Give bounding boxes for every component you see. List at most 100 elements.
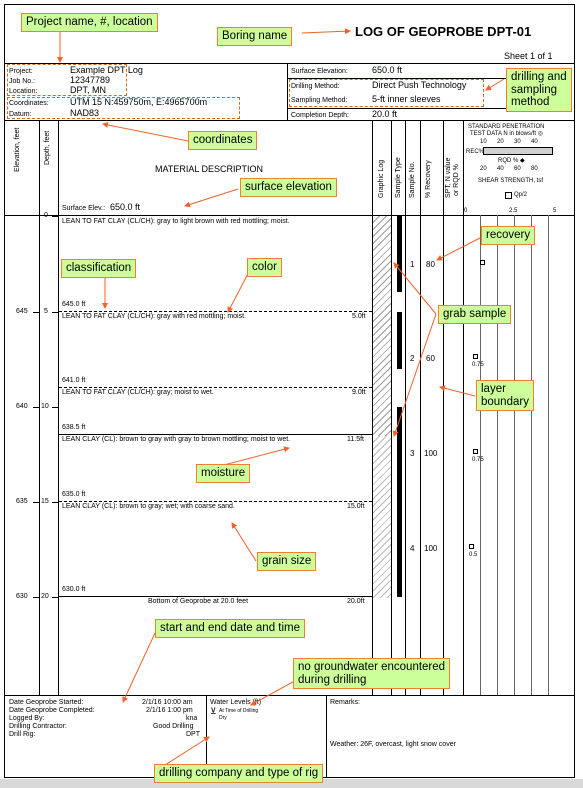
callout-drilling-line-3: method (511, 96, 550, 109)
sample-no-1: 1 (410, 260, 415, 269)
layer-5-desc: LEAN CLAY (CL): brown to gray; wet; with… (62, 503, 235, 510)
surface-elevation-label: Surface Elevation: (291, 68, 348, 75)
layer-boundary-4 (59, 501, 372, 502)
sample-3-bar (397, 407, 402, 502)
weather-note: Weather: 26F, overcast, light snow cover (330, 741, 456, 748)
layer-1-bottom-depth: 5.0ft (352, 313, 366, 320)
elev-tick-635: 635 (16, 498, 28, 505)
callout-gw-line-2: during drilling (298, 673, 367, 686)
bottom-of-boring-line (59, 596, 372, 597)
contractor-value: Good Drilling (153, 723, 194, 730)
callout-layer-boundary: layer boundary (476, 380, 534, 412)
water-dry: Dry (219, 715, 227, 721)
callout-drilling-line-1: drilling and (511, 71, 567, 83)
elev-tick-630: 630 (16, 593, 28, 600)
recovery-3: 100 (424, 449, 438, 458)
shear-tick-5: 5 (553, 208, 557, 214)
callout-drilling-method: drilling and sampling method (506, 68, 572, 112)
shear-strength-header: SHEAR STRENGTH, tsf (478, 178, 544, 184)
layer-1-bottom-elev: 645.0 ft (62, 301, 86, 308)
datum-label: Datum: (9, 111, 32, 118)
std-pen-subheader: TEST DATA N in blows/ft (470, 131, 537, 137)
coordinates-label: Coordinates: (9, 100, 49, 107)
location-value: DPT, MN (70, 85, 106, 95)
spt-tick-30: 30 (514, 139, 521, 145)
layer-2-desc: LEAN TO FAT CLAY (CL/CH): gray with red … (62, 313, 247, 320)
bottom-of-geoprobe-note: Bottom of Geoprobe at 20.0 feet (148, 598, 249, 605)
datum-value: NAD83 (70, 108, 100, 118)
surface-elev-label: Surface Elev.: (62, 205, 106, 212)
rqd-tick-20: 20 (480, 166, 487, 172)
layer-4-bottom-elev: 635.0 ft (62, 491, 86, 498)
callout-boring-name: Boring name (217, 27, 293, 47)
sheet-number: Sheet 1 of 1 (504, 51, 553, 61)
logged-value: kna (186, 715, 198, 722)
layer-2-bottom-elev: 641.0 ft (62, 377, 86, 384)
layer-3-desc: LEAN TO FAT CLAY (CL/CH): gray; moist to… (62, 389, 214, 396)
completion-depth-label: Completion Depth: (291, 112, 349, 119)
std-pen-header: STANDARD PENETRATION (468, 124, 545, 130)
callout-layer-line-1: layer (481, 383, 506, 395)
depth-tick-10: 10 (41, 403, 49, 410)
sample-no-4: 4 (410, 544, 415, 553)
sampling-method-value: 5-ft inner sleeves (372, 94, 441, 104)
qp-value-4: 0.5 (469, 552, 478, 558)
rec-label: REC% (466, 149, 485, 155)
completed-value: 2/1/16 1:00 pm (146, 707, 193, 714)
recovery-1: 80 (426, 260, 435, 269)
qp-marker-3 (473, 449, 478, 454)
job-label: Job No.: (9, 78, 36, 85)
callout-grain-size: grain size (257, 552, 317, 572)
rqd-tick-60: 60 (514, 166, 521, 172)
callout-groundwater: no groundwater encountered during drilli… (293, 658, 451, 690)
started-value: 2/1/16 10:00 am (142, 699, 193, 706)
depth-tick-20: 20 (41, 593, 49, 600)
remarks-label: Remarks: (330, 699, 360, 706)
layer-5-bottom-elev: 630.0 ft (62, 586, 86, 593)
spt-tick-40: 40 (531, 139, 538, 145)
layer-4-desc: LEAN CLAY (CL): brown to gray with gray … (62, 436, 291, 443)
qp-value-2: 0.75 (472, 362, 484, 368)
drilling-method-value: Direct Push Technology (372, 80, 467, 90)
rig-value: DPT (186, 731, 200, 738)
callout-surface-elevation: surface elevation (240, 178, 337, 198)
shear-tick-2-5: 2.5 (509, 208, 518, 214)
spt-tick-10: 10 (480, 139, 487, 145)
graphic-log-clay-fat (373, 216, 391, 436)
spt-tick-20: 20 (497, 139, 504, 145)
rig-label: Drill Rig: (9, 731, 36, 738)
water-at-time: At Time of Drilling (219, 708, 259, 714)
callout-drilling-line-2: sampling (511, 83, 558, 96)
job-value: 12347789 (70, 75, 111, 85)
callout-gw-line-1: no groundwater encountered (298, 661, 446, 673)
boring-title: LOG OF GEOPROBE DPT-01 (355, 24, 532, 39)
completed-label: Date Geoprobe Completed: (9, 707, 95, 714)
layer-4-bottom-depth: 15.0ft (347, 503, 365, 510)
project-value: Example DPT Log (70, 65, 143, 75)
callout-coordinates: coordinates (188, 131, 258, 151)
shear-tick-0: 0 (464, 208, 468, 214)
surface-elevation-value: 650.0 ft (372, 65, 403, 75)
layer-boundary-2 (59, 387, 372, 388)
page-bottom-band (0, 779, 583, 788)
water-level-icon: ⊻ (210, 706, 217, 716)
layer-3-bottom-elev: 638.5 ft (62, 424, 86, 431)
depth-tick-0: 0 (44, 212, 48, 219)
rqd-tick-80: 80 (531, 166, 538, 172)
callout-color: color (247, 258, 282, 278)
callout-classification: classification (61, 259, 137, 279)
location-label: Location: (9, 88, 38, 95)
project-highlight-box (7, 64, 127, 96)
qp-value-3: 0.75 (472, 457, 484, 463)
rqd-symbol-icon: ◆ (520, 158, 525, 164)
elev-tick-640: 640 (16, 403, 28, 410)
sample-4-bar (397, 502, 402, 597)
callout-grab-sample: grab sample (438, 305, 512, 325)
rqd-label: RQD % (498, 158, 519, 164)
layer-3-bottom-depth: 11.5ft (347, 436, 364, 443)
qp-marker-2 (473, 354, 478, 359)
qp-marker-4 (469, 544, 474, 549)
elev-tick-645: 645 (16, 308, 28, 315)
surface-elev-value: 650.0 ft (110, 202, 141, 212)
